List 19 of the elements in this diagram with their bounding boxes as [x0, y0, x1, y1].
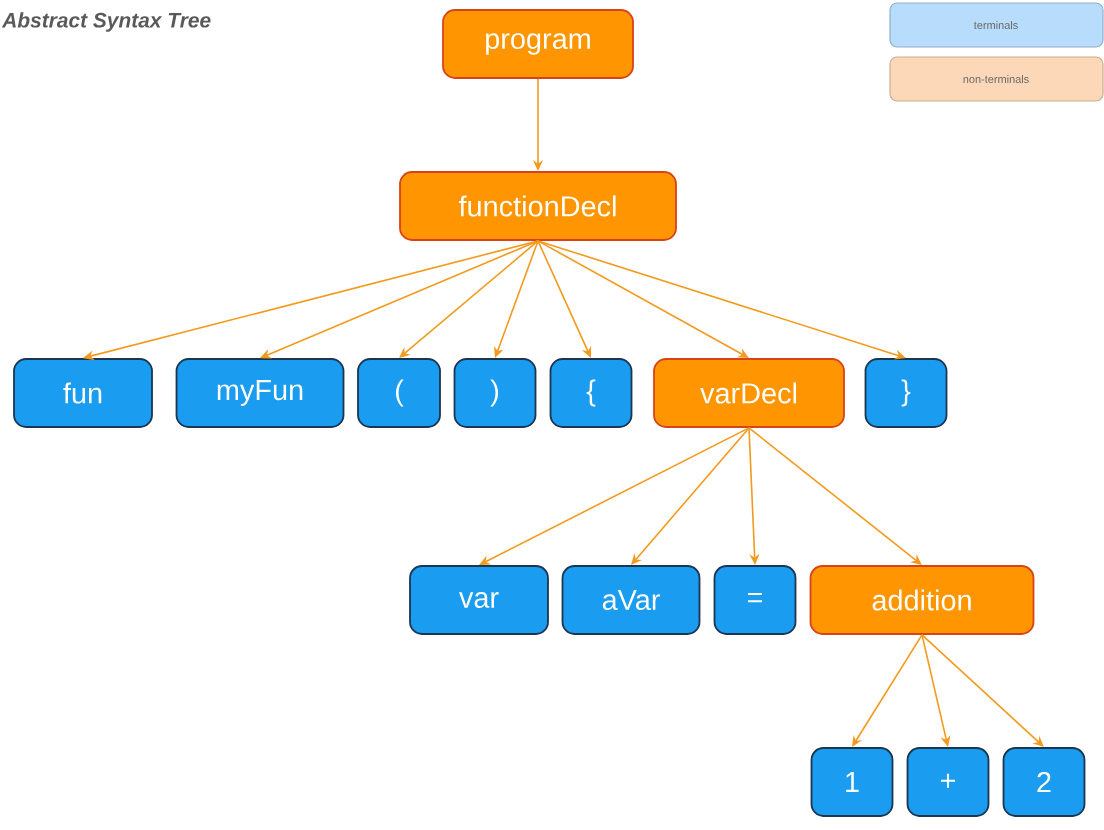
terminal-box: myFun	[175, 358, 345, 428]
terminal-box: fun	[13, 358, 153, 428]
terminal-box: var	[409, 565, 549, 635]
nonterminal-box: addition	[809, 565, 1035, 635]
terminal-box: }	[864, 358, 948, 428]
terminal-box: =	[713, 565, 797, 635]
terminal-box: (	[357, 358, 441, 428]
terminal-box: +	[906, 747, 990, 817]
title: Abstract Syntax Tree	[1, 12, 211, 32]
legend-item: non-terminals	[889, 56, 1104, 102]
terminal-box: 2	[1002, 747, 1086, 817]
terminal-box: aVar	[561, 565, 701, 635]
nonterminal-box: program	[442, 9, 634, 79]
terminal-box: 1	[810, 747, 894, 817]
terminal-box: {	[549, 358, 633, 428]
nonterminal-box: functionDecl	[399, 171, 677, 241]
nonterminal-box: varDecl	[653, 358, 845, 428]
legend-item: terminals	[889, 2, 1104, 48]
terminal-box: )	[453, 358, 537, 428]
